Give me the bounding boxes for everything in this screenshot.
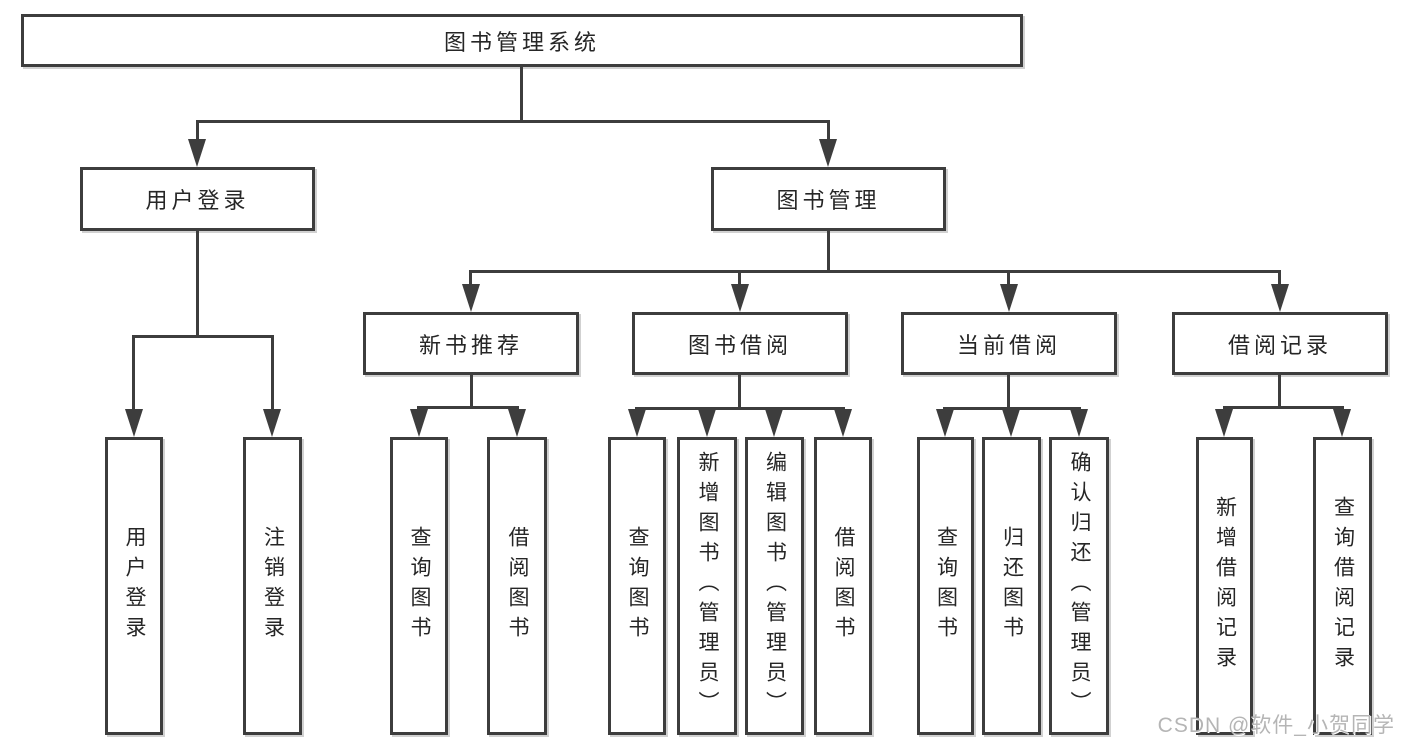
node-user-login: 用户登录 bbox=[80, 167, 315, 231]
connector-line bbox=[827, 120, 830, 146]
arrow-down-icon bbox=[125, 409, 143, 437]
csdn-watermark: CSDN @软件_小贺同学 bbox=[1157, 714, 1395, 737]
node-label: 当前借阅 bbox=[956, 332, 1061, 358]
arrow-down-icon bbox=[731, 284, 749, 312]
connector-line bbox=[132, 335, 135, 411]
node-book-borrow: 图书借阅 bbox=[632, 312, 848, 375]
leaf-label: 查询图书 bbox=[626, 526, 649, 646]
connector-line bbox=[196, 231, 199, 335]
node-label: 图书管理 bbox=[776, 188, 881, 213]
arrow-down-icon bbox=[765, 409, 783, 437]
leaf-user-login: 用户登录 bbox=[105, 437, 163, 735]
connector-line bbox=[738, 270, 741, 286]
node-label: 图书管理系统 bbox=[443, 29, 600, 55]
node-book-management: 图书管理 bbox=[711, 167, 946, 231]
connector-line bbox=[520, 67, 523, 120]
connector-line bbox=[635, 407, 845, 410]
leaf-label: 借阅图书 bbox=[506, 526, 529, 646]
leaf-edit-book-admin: 编辑图书（管理员） bbox=[745, 437, 804, 735]
node-current-borrow: 当前借阅 bbox=[901, 312, 1117, 375]
node-new-book-recommend: 新书推荐 bbox=[363, 312, 579, 375]
arrow-down-icon bbox=[263, 409, 281, 437]
arrow-down-icon bbox=[188, 139, 206, 167]
node-library-management-system: 图书管理系统 bbox=[21, 14, 1023, 67]
connector-line bbox=[1007, 375, 1010, 407]
arrow-down-icon bbox=[508, 409, 526, 437]
arrow-down-icon bbox=[628, 409, 646, 437]
leaf-query-borrow-record: 查询借阅记录 bbox=[1313, 437, 1372, 735]
arrow-down-icon bbox=[834, 409, 852, 437]
connector-line bbox=[738, 375, 741, 407]
node-label: 新书推荐 bbox=[418, 332, 523, 358]
arrow-down-icon bbox=[1000, 284, 1018, 312]
connector-line bbox=[1007, 270, 1010, 286]
arrow-down-icon bbox=[936, 409, 954, 437]
leaf-return-books: 归还图书 bbox=[982, 437, 1041, 735]
connector-line bbox=[827, 231, 830, 270]
leaf-label: 借阅图书 bbox=[832, 526, 855, 646]
connector-line bbox=[417, 406, 519, 409]
leaf-query-books-borrow: 查询图书 bbox=[608, 437, 666, 735]
node-label: 图书借阅 bbox=[687, 332, 792, 358]
arrow-down-icon bbox=[1002, 409, 1020, 437]
leaf-add-book-admin: 新增图书（管理员） bbox=[677, 437, 737, 735]
arrow-down-icon bbox=[1333, 409, 1351, 437]
connector-line bbox=[196, 120, 830, 123]
arrow-down-icon bbox=[462, 284, 480, 312]
leaf-confirm-return-admin: 确认归还（管理员） bbox=[1049, 437, 1109, 735]
connector-line bbox=[469, 270, 1281, 273]
arrow-down-icon bbox=[410, 409, 428, 437]
connector-line bbox=[1278, 270, 1281, 286]
arrow-down-icon bbox=[698, 409, 716, 437]
node-borrow-records: 借阅记录 bbox=[1172, 312, 1388, 375]
connector-line bbox=[1278, 375, 1281, 406]
connector-line bbox=[470, 375, 473, 406]
connector-line bbox=[1223, 406, 1344, 409]
leaf-label: 新增借阅记录 bbox=[1213, 496, 1237, 676]
leaf-label: 用户登录 bbox=[123, 526, 146, 646]
leaf-logout: 注销登录 bbox=[243, 437, 302, 735]
arrow-down-icon bbox=[1215, 409, 1233, 437]
leaf-query-books-recommend: 查询图书 bbox=[390, 437, 448, 735]
node-label: 用户登录 bbox=[145, 188, 250, 213]
leaf-borrow-books-recommend: 借阅图书 bbox=[487, 437, 547, 735]
connector-line bbox=[132, 335, 274, 338]
arrow-down-icon bbox=[1070, 409, 1088, 437]
leaf-label: 注销登录 bbox=[261, 526, 285, 646]
connector-line bbox=[469, 270, 472, 286]
leaf-add-borrow-record: 新增借阅记录 bbox=[1196, 437, 1253, 735]
connector-line bbox=[943, 407, 1081, 410]
leaf-label: 确认归还（管理员） bbox=[1068, 451, 1091, 721]
connector-line bbox=[271, 335, 274, 411]
connector-line bbox=[196, 120, 199, 146]
leaf-label: 查询图书 bbox=[408, 526, 431, 646]
leaf-label: 查询图书 bbox=[934, 526, 958, 646]
node-label: 借阅记录 bbox=[1227, 332, 1332, 358]
leaf-label: 编辑图书（管理员） bbox=[763, 451, 787, 721]
leaf-query-books-current: 查询图书 bbox=[917, 437, 974, 735]
leaf-label: 新增图书（管理员） bbox=[696, 451, 719, 721]
arrow-down-icon bbox=[819, 139, 837, 167]
leaf-label: 归还图书 bbox=[1000, 526, 1024, 646]
leaf-borrow-books: 借阅图书 bbox=[814, 437, 872, 735]
arrow-down-icon bbox=[1271, 284, 1289, 312]
leaf-label: 查询借阅记录 bbox=[1331, 496, 1355, 676]
